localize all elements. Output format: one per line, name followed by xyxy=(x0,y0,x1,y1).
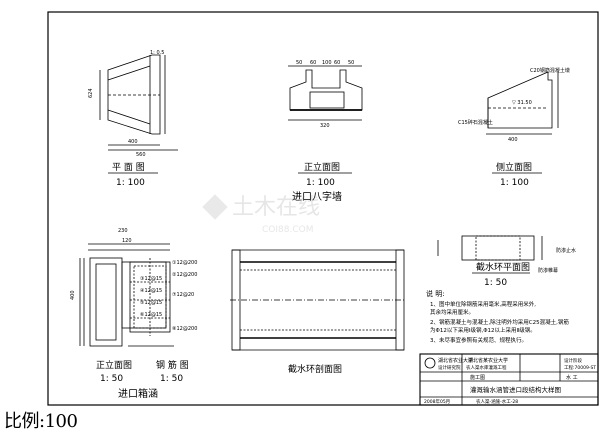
tb-discipline: 水 工 xyxy=(566,374,578,381)
note-line-3: 2、钢筋混凝土与混凝土,除注明外均采用C25混凝土,钢筋 xyxy=(430,318,569,326)
sheet-scale-note: 比例:100 xyxy=(4,411,78,432)
front-sec-dim-top: 230 xyxy=(118,228,128,234)
sheet-border xyxy=(47,11,599,406)
front-sec-dim-2: 120 xyxy=(122,238,132,244)
cutoff-label-curtain: 防渗帷幕 xyxy=(538,267,558,274)
front-dim-4: 60 xyxy=(334,60,340,66)
note-line-2: 其余均采用厘米。 xyxy=(430,308,474,316)
front-dim-1: 50 xyxy=(296,60,302,66)
side-label-pier: C20钢筋混凝土墩 xyxy=(530,67,570,74)
tb-date: 2008年05月 xyxy=(424,398,450,405)
plan-dim-height: 624 xyxy=(88,88,94,98)
cutoff-ring-section xyxy=(230,249,406,351)
front-section xyxy=(79,243,170,347)
cutoff-label-waterstop: 防渗止水 xyxy=(556,247,576,254)
tb-sheet-code: 农人渠-涵施-水工-28 xyxy=(476,398,518,405)
front-sec-dim-h: 400 xyxy=(70,290,76,300)
rebar-label-4: ④12@15 xyxy=(140,288,162,294)
rebar-label-3: ③12@15 xyxy=(140,276,162,282)
cutoff-section-title: 截水环剖面图 xyxy=(288,363,342,375)
side-dim-length: 400 xyxy=(508,137,518,143)
plan-dim-slope: 1: 0.5 xyxy=(150,50,164,56)
tb-project: 湖北省某农业大学 xyxy=(468,357,508,364)
note-line-4: 为Φ12以下采用Ⅰ级钢,Φ12以上采用Ⅱ级钢。 xyxy=(430,326,536,334)
front-dim-width: 320 xyxy=(320,123,330,129)
tb-stage-label: 设计阶段 xyxy=(564,357,582,364)
front-dim-3: 100 xyxy=(322,60,332,66)
watermark-url: COI88.COM xyxy=(262,225,313,235)
cutoff-plan-scale: 1: 50 xyxy=(484,278,507,288)
front-sec-title: 正立面图 xyxy=(96,359,132,371)
watermark: 土木在线 COI88.COM xyxy=(202,194,320,235)
title-block xyxy=(419,353,599,406)
tb-project-sub: 农人渠水库灌溉工程 xyxy=(466,364,507,371)
rebar-label-1: ①12@200 xyxy=(172,260,197,266)
plan-dim-b: 560 xyxy=(136,152,146,158)
cutoff-plan-title: 截水环平面图 xyxy=(476,261,530,273)
group-title-box-culvert: 进口箱涵 xyxy=(118,387,158,400)
front-elevation xyxy=(288,65,363,121)
plan-view xyxy=(99,54,178,151)
note-line-5: 3、未尽事宜参照有关规范、规程执行。 xyxy=(430,336,527,344)
tb-drawing-no: 工程:70009-ST xyxy=(564,364,596,371)
tb-school: 湖北省农业大学 xyxy=(438,357,473,364)
tb-stage: 施工图 xyxy=(470,374,485,381)
rebar-label-7: ⑦12@20 xyxy=(172,292,194,298)
plan-dim-a: 400 xyxy=(128,139,138,145)
plan-title: 平 面 图 xyxy=(112,162,145,173)
rebar-label-2: ②12@200 xyxy=(172,272,197,278)
note-line-1: 1、图中单位除钢筋采用毫米,高程采用米外, xyxy=(430,300,536,308)
tb-school-sub: 设计研究院 xyxy=(438,364,461,371)
side-label-base: C15碎石混凝土 xyxy=(458,119,493,126)
rebar-scale: 1: 50 xyxy=(160,374,183,384)
group-title-wing-walls: 进口八字墙 xyxy=(292,190,342,203)
watermark-brand: 土木在线 xyxy=(232,195,320,220)
notes-title: 说 明: xyxy=(426,289,445,298)
front-dim-2: 60 xyxy=(310,60,316,66)
front-sec-scale: 1: 50 xyxy=(100,374,123,384)
front-dim-5: 50 xyxy=(348,60,354,66)
rebar-label-6: ⑥12@15 xyxy=(140,312,162,318)
tb-drawing-title: 灌溉输水涵管进口段结构大样图 xyxy=(470,385,561,394)
rebar-label-8: ⑧12@200 xyxy=(172,326,197,332)
rebar-label-5: ⑤12@15 xyxy=(140,300,162,306)
cutoff-ring-plan xyxy=(437,235,543,261)
side-elev-scale: 1: 100 xyxy=(500,178,529,188)
plan-scale: 1: 100 xyxy=(116,178,145,188)
side-elevation xyxy=(486,71,559,135)
rebar-drawing xyxy=(128,258,174,347)
front-elev-scale: 1: 100 xyxy=(306,178,335,188)
side-elevation-mark: ▽ 31.50 xyxy=(512,100,532,106)
front-elev-title: 正立面图 xyxy=(304,161,340,173)
rebar-title: 钢 筋 图 xyxy=(156,359,189,371)
side-elev-title: 侧立面图 xyxy=(496,161,532,173)
